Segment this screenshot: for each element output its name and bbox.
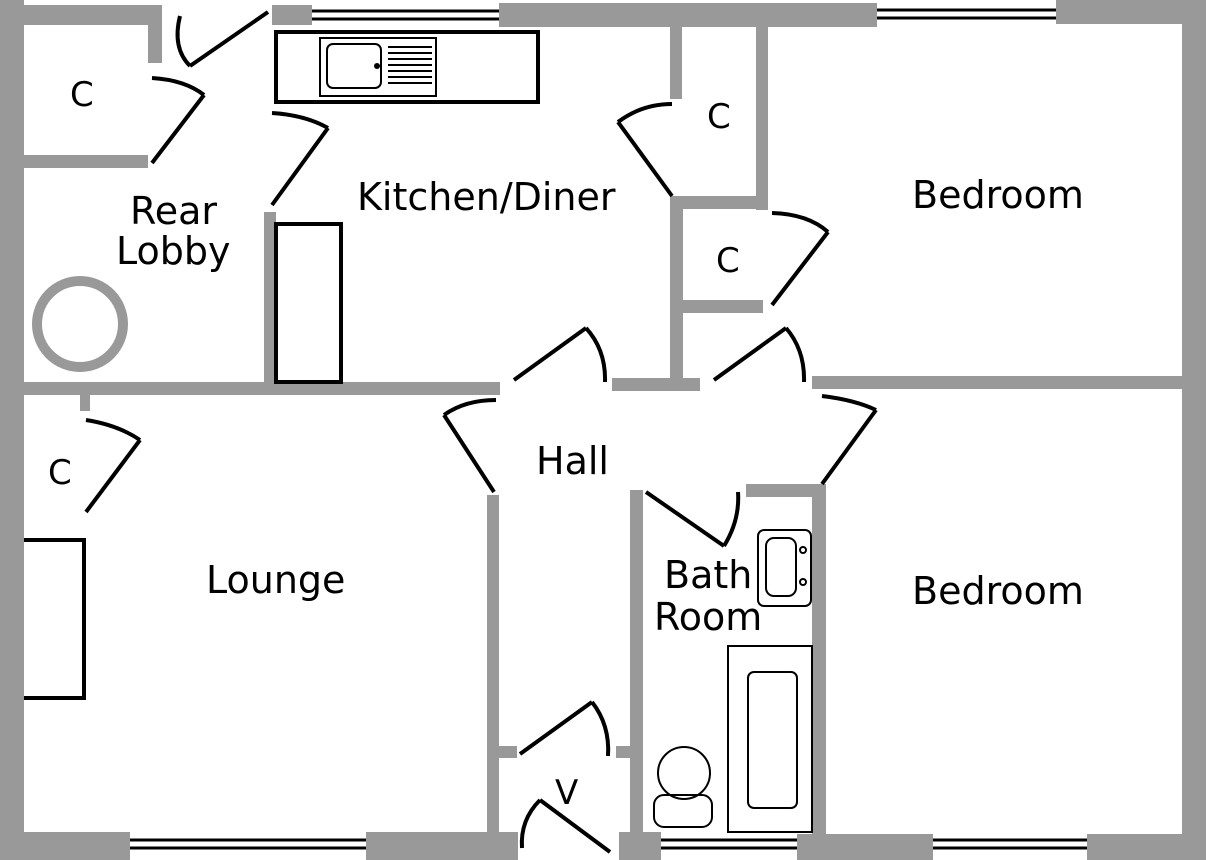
- label-cupboard-rear-lobby: C: [70, 75, 94, 115]
- fixtures: [24, 30, 813, 833]
- label-hall: Hall: [536, 439, 609, 483]
- kitchen-worktop: [274, 30, 540, 104]
- sink-drainer: [388, 46, 432, 84]
- bath: [727, 645, 813, 833]
- label-bedroom-top: Bedroom: [912, 173, 1084, 217]
- cupboard-labels: C C C C V: [48, 75, 740, 813]
- room-labels: Kitchen/Diner Rear Lobby Bedroom Bedroom…: [116, 173, 1084, 639]
- toilet: [653, 746, 713, 828]
- kitchen-sink: [319, 37, 437, 97]
- label-bathroom-line1: Bath: [664, 553, 752, 597]
- label-bathroom-line2: Room: [654, 595, 762, 639]
- label-vestibule: V: [555, 773, 578, 813]
- doors: [84, 10, 878, 854]
- windows: [130, 8, 1087, 850]
- label-bedroom-bottom: Bedroom: [912, 569, 1084, 613]
- kitchen-unit: [274, 222, 343, 384]
- label-cupboard-hall: C: [716, 241, 740, 281]
- label-lounge: Lounge: [206, 558, 345, 602]
- label-cupboard-lounge: C: [48, 453, 72, 493]
- chimney-breast: [24, 538, 86, 700]
- label-cupboard-kitchen: C: [707, 97, 731, 137]
- interior-walls: [24, 5, 1182, 834]
- boiler-circle: [32, 276, 128, 372]
- label-rear-lobby-line1: Rear: [130, 189, 217, 233]
- basin: [757, 529, 812, 607]
- label-kitchen-diner: Kitchen/Diner: [357, 175, 616, 219]
- label-rear-lobby-line2: Lobby: [116, 229, 230, 273]
